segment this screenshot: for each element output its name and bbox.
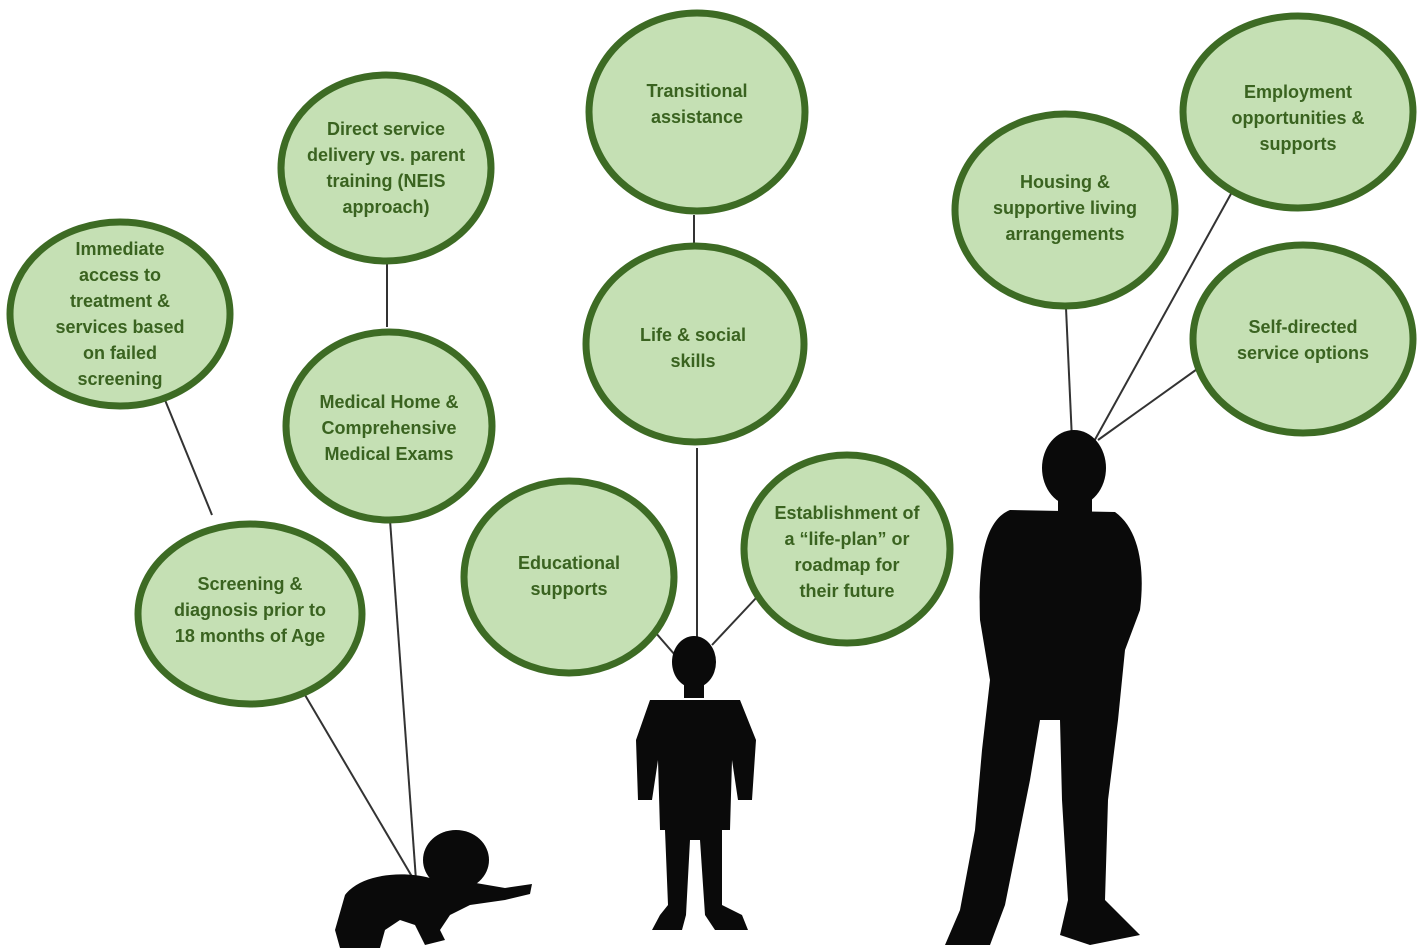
string-housing	[1065, 307, 1073, 441]
label-self-directed: Self-directed service options	[1236, 317, 1370, 363]
balloon-housing	[951, 110, 1179, 310]
label-housing: Housing & supportive living arrangements	[992, 172, 1138, 244]
label-educational-supports: Educational supports	[517, 553, 620, 599]
label-life-plan: Establishment of a “life-plan” or roadma…	[774, 503, 920, 601]
baby-silhouette	[335, 830, 532, 948]
balloon-immediate-access	[6, 218, 234, 410]
string-screening-diagnosis	[304, 694, 415, 881]
balloon-transitional-assistance	[585, 9, 809, 215]
label-direct-service: Direct service delivery vs. parent train…	[306, 119, 466, 217]
balloon-medical-home	[282, 328, 496, 524]
balloon-employment	[1179, 12, 1417, 212]
label-transitional-assistance: Transitional assistance	[646, 81, 748, 127]
string-employment	[1091, 191, 1233, 446]
label-employment: Employment opportunities & supports	[1231, 82, 1365, 154]
string-self-directed	[1097, 366, 1201, 441]
child-silhouette	[636, 636, 756, 930]
balloon-educational-supports	[460, 477, 678, 677]
label-screening-diagnosis: Screening & diagnosis prior to 18 months…	[173, 574, 326, 646]
balloon-life-plan	[740, 451, 954, 647]
balloon-strings	[164, 191, 1233, 881]
balloon-direct-service	[277, 71, 495, 265]
string-life-plan	[711, 596, 758, 646]
balloon-life-social-skills	[582, 242, 808, 446]
string-immediate-access	[164, 399, 213, 516]
balloon-self-directed	[1189, 241, 1417, 437]
string-medical-home	[389, 519, 417, 881]
label-medical-home: Medical Home & Comprehensive Medical Exa…	[319, 392, 459, 464]
adult-silhouette	[945, 430, 1142, 945]
balloon-screening-diagnosis	[134, 520, 366, 708]
label-life-social-skills: Life & social skills	[639, 325, 747, 371]
string-educational-supports	[654, 631, 676, 656]
label-immediate-access: Immediate access to treatment & services…	[55, 239, 185, 389]
